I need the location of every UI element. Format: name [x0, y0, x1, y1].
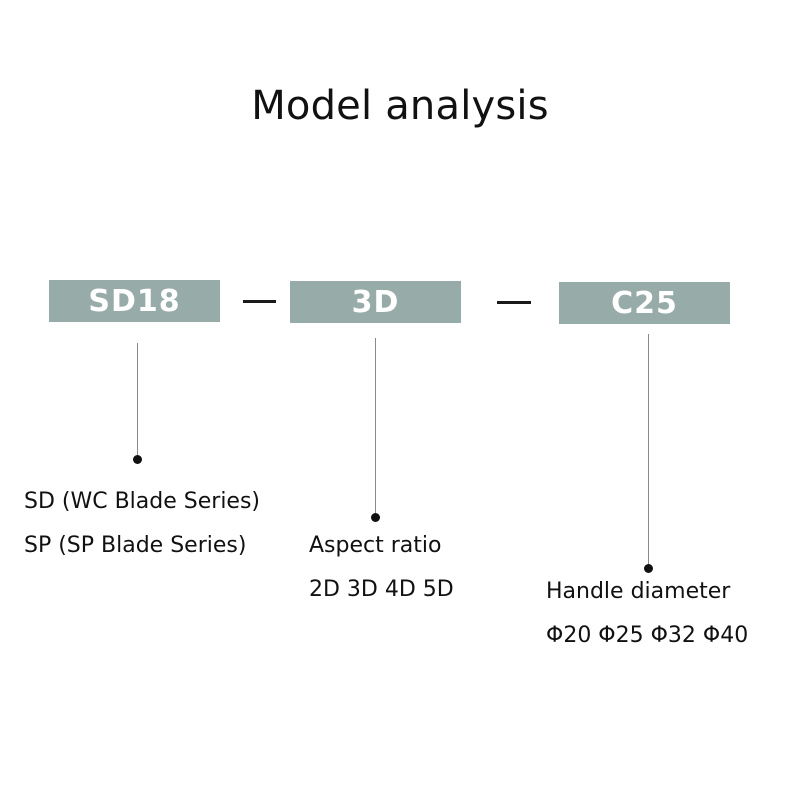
code-box-handle: C25: [559, 282, 730, 324]
separator-dash: [497, 301, 531, 304]
connector-line: [137, 343, 138, 458]
description-line: 2D 3D 4D 5D: [309, 577, 454, 602]
description-line: Φ20 Φ25 Φ32 Φ40: [546, 623, 749, 648]
description-line: Handle diameter: [546, 579, 731, 604]
connector-dot: [371, 513, 380, 522]
page-title: Model analysis: [251, 83, 549, 129]
description-line: SD (WC Blade Series): [24, 489, 261, 514]
connector-line: [375, 338, 376, 514]
description-line: SP (SP Blade Series): [24, 533, 247, 558]
code-box-series: SD18: [49, 280, 220, 322]
description-aspect-ratio: Aspect ratio 2D 3D 4D 5D: [309, 524, 454, 612]
connector-line: [648, 334, 649, 566]
description-line: Aspect ratio: [309, 533, 442, 558]
connector-dot: [133, 455, 142, 464]
description-handle: Handle diameter Φ20 Φ25 Φ32 Φ40: [546, 570, 748, 658]
separator-dash: [243, 300, 276, 303]
code-box-aspect-ratio: 3D: [290, 281, 461, 323]
connector-dot: [644, 564, 653, 573]
description-series: SD (WC Blade Series) SP (SP Blade Series…: [24, 480, 260, 568]
